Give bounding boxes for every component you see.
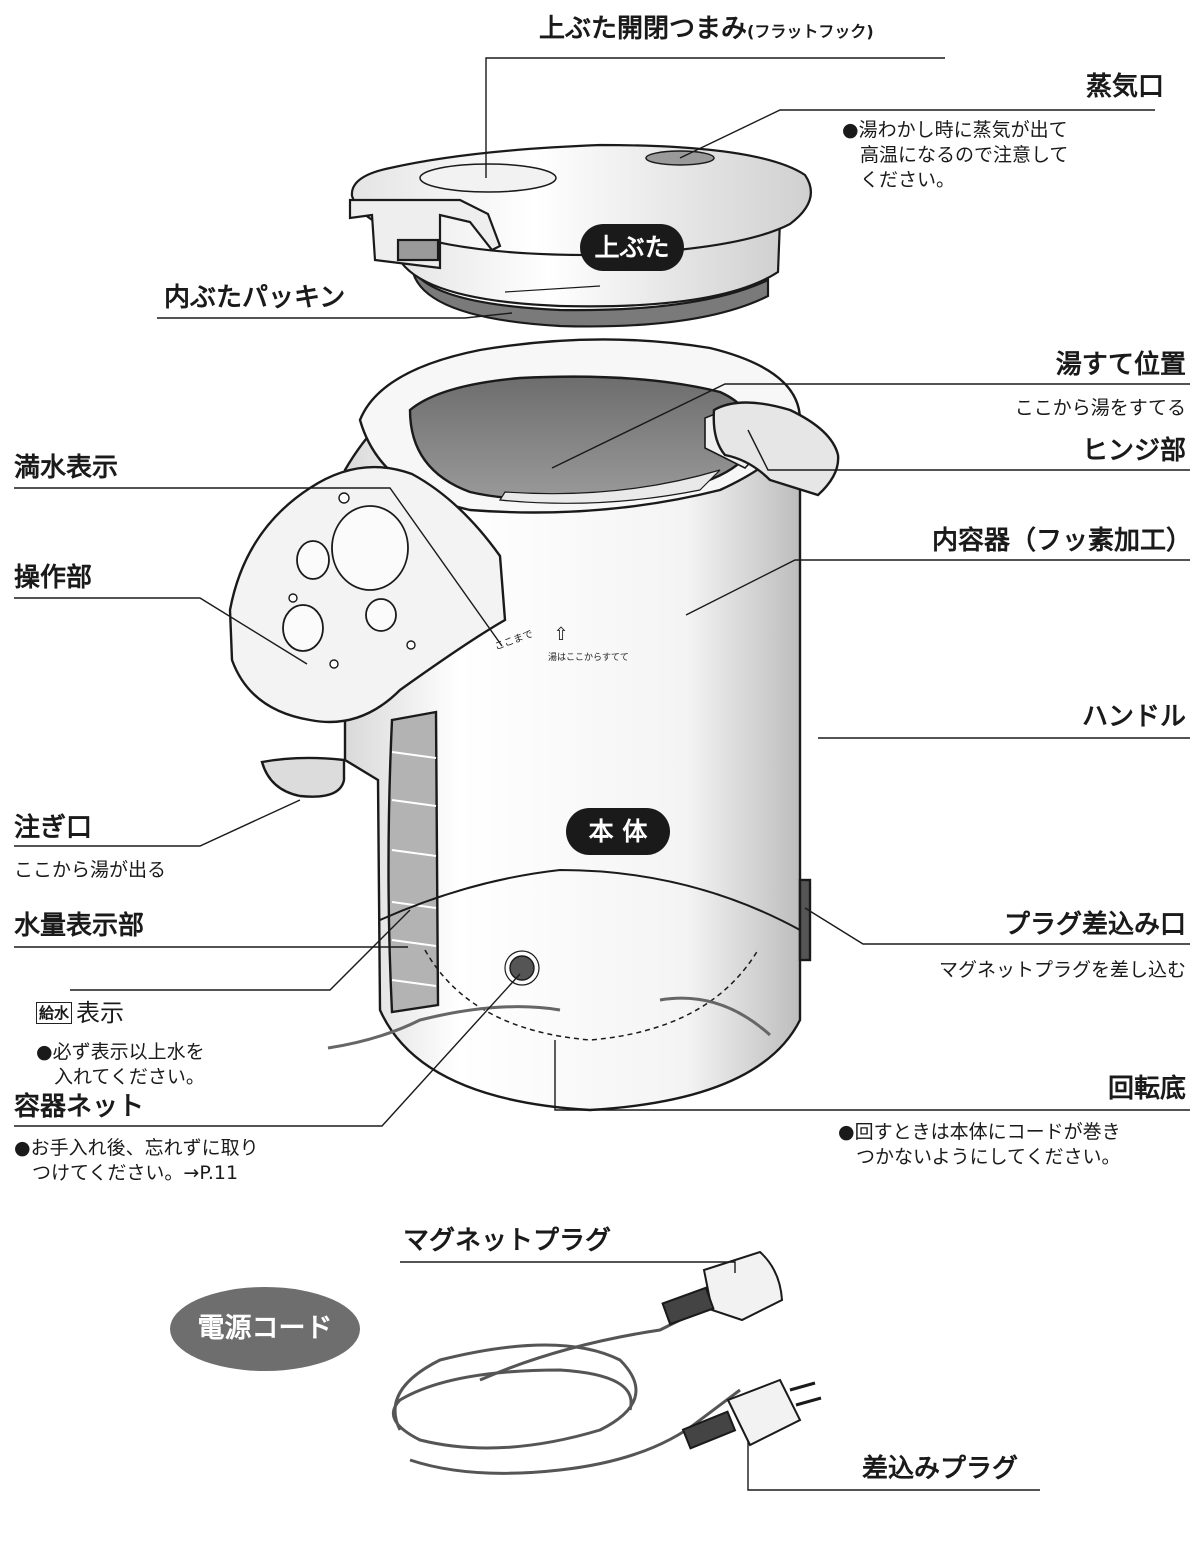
hinge-label: ヒンジ部 — [1081, 436, 1186, 466]
inner-mark-arrow: ⇧ — [553, 624, 568, 645]
wall-plug-label: 差込みプラグ — [862, 1454, 1019, 1484]
spout-note: ここから湯が出る — [14, 859, 167, 881]
container-net — [509, 955, 535, 981]
lid-knob-label: 上ぶた開閉つまみ(フラットフック) — [539, 14, 874, 44]
wall-plug-strain — [681, 1410, 737, 1450]
magnet-plug-body — [702, 1250, 784, 1322]
base-front-edge — [379, 868, 801, 931]
dump-position-label: 湯すて位置 — [1055, 350, 1186, 380]
plug-port-label: プラグ差込み口 — [1003, 910, 1186, 940]
water-gauge — [387, 710, 440, 1014]
body-badge: 本 体 — [566, 808, 670, 855]
cord-drawing — [391, 1250, 822, 1475]
water-supply-label: 給水表示 — [36, 1000, 124, 1026]
magnet-plug-label: マグネットプラグ — [403, 1226, 612, 1256]
rotating-base-outline — [424, 949, 759, 1041]
wall-plug-body — [726, 1378, 802, 1447]
magnet-plug-strain — [661, 1286, 715, 1326]
button-large — [331, 505, 409, 591]
handle-label: ハンドル — [1081, 702, 1186, 732]
inner-lip — [498, 469, 721, 504]
steam-vent-note: ●湯わかし時に蒸気が出て 高温になるので注意して ください。 — [842, 119, 1069, 192]
container-net-note: ●お手入れ後、忘れずに取り つけてください。→P.11 — [14, 1137, 259, 1185]
rotating-base-note: ●回すときは本体にコードが巻き つかないようにしてください。 — [838, 1121, 1121, 1169]
control-panel-label: 操作部 — [14, 563, 93, 593]
spout-label: 注ぎ口 — [14, 813, 93, 843]
gasket-label: 内ぶたパッキン — [164, 283, 346, 313]
inner-container-label: 内容器（フッ素加工） — [931, 526, 1192, 556]
plug-port — [798, 878, 812, 962]
container-net-label: 容器ネット — [14, 1092, 145, 1122]
button-small — [365, 598, 397, 632]
water-supply-note: ●必ず表示以上水を 入れてください。 — [36, 1041, 205, 1089]
handle — [712, 401, 840, 497]
lid-drawing — [348, 143, 812, 328]
inner-mark-dump: 湯はここからすてて — [548, 652, 629, 663]
button-medium — [296, 540, 330, 580]
lid-hook — [348, 198, 502, 270]
leader-lines — [14, 57, 1190, 1491]
lid-knob — [419, 163, 557, 193]
dump-position-note: ここから湯をすてる — [1014, 397, 1186, 419]
body-cord — [327, 996, 772, 1050]
plug-port-note: マグネットプラグを差し込む — [938, 959, 1186, 981]
body-drawing — [228, 338, 840, 1112]
lid-badge: 上ぶた — [580, 224, 684, 271]
full-level-label: 満水表示 — [14, 453, 119, 483]
spout — [260, 756, 346, 798]
cord-coils — [391, 1343, 638, 1450]
button-medium-2 — [282, 604, 324, 652]
gauge-label: 水量表示部 — [14, 911, 145, 941]
lid-knob-paren: (フラットフック) — [747, 22, 874, 41]
power-cord-badge: 電源コード — [170, 1287, 360, 1371]
rotating-base-label: 回転底 — [1107, 1074, 1186, 1104]
lid-hook-slot — [396, 238, 440, 262]
water-supply-box: 給水 — [36, 1002, 73, 1024]
lid-gasket-ring — [410, 267, 770, 328]
steam-vent-label: 蒸気口 — [1086, 72, 1165, 102]
